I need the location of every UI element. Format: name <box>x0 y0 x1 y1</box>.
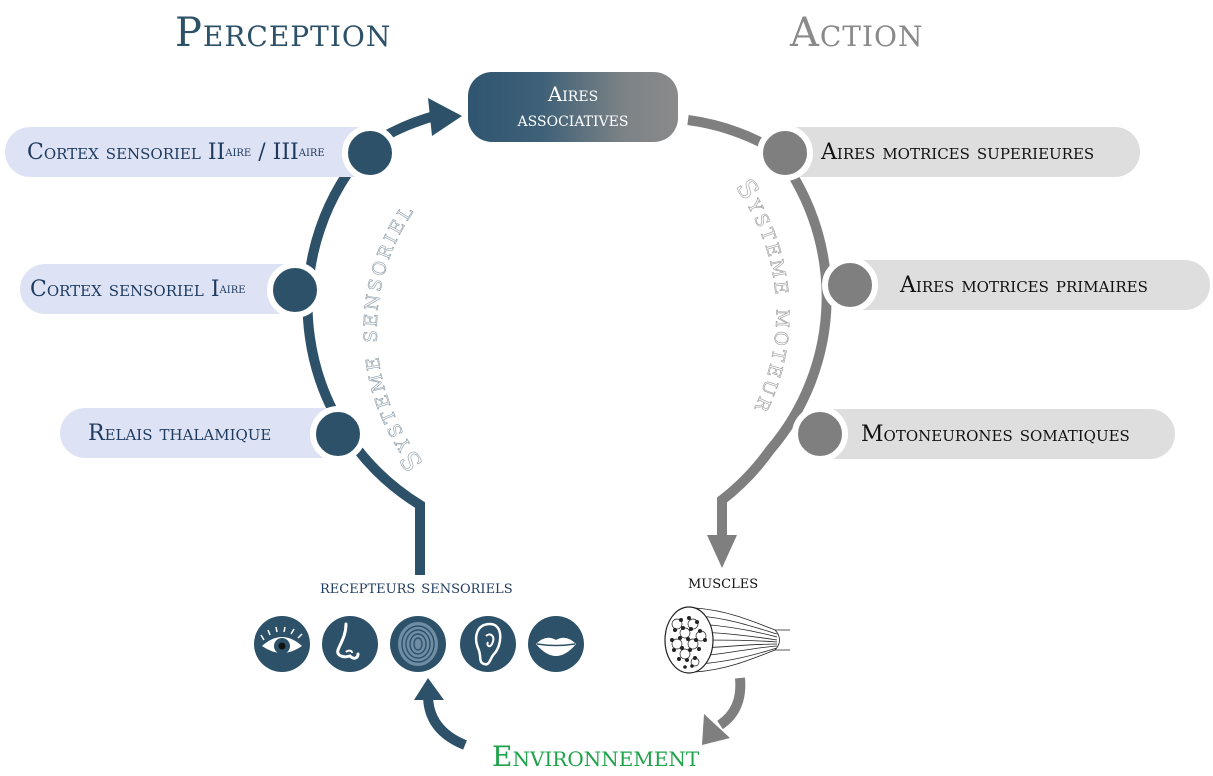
left-item-thalamic-relay-label: Relais thalamique <box>88 420 272 446</box>
left-node-thalamic-relay <box>310 406 366 462</box>
right-item-supplementary-motor: Aires motrices superieures <box>785 127 1140 177</box>
right-item-supplementary-motor-label: Aires motrices superieures <box>821 139 1095 165</box>
muscle-to-env-arrowhead <box>702 714 730 745</box>
associative-areas-line2: associatives <box>517 107 629 131</box>
left-item-secondary-cortex-sep: / <box>251 139 273 165</box>
sensory-receptors-label: recepteurs sensoriels <box>320 576 513 598</box>
left-item-secondary-cortex-label: Cortex sensoriel II <box>27 139 226 165</box>
nose-icon <box>322 616 378 672</box>
perception-heading: Perception <box>175 10 392 56</box>
action-heading: Action <box>790 10 924 56</box>
left-item-secondary-cortex-sup: aire <box>225 144 252 160</box>
muscles-label: muscles <box>688 572 759 593</box>
left-node-primary-cortex <box>267 262 323 318</box>
left-item-tertiary-sup: aire <box>298 144 325 160</box>
ear-icon <box>460 616 516 672</box>
right-item-primary-motor-label: Aires motrices primaires <box>900 272 1148 298</box>
muscle-fiber-icon <box>664 606 790 674</box>
motor-arrowhead <box>707 535 737 568</box>
sensory-arrowhead <box>428 98 462 136</box>
env-to-receptor-arrowhead <box>414 678 444 700</box>
right-item-motoneurons: Motoneurones somatiques <box>825 409 1175 459</box>
right-node-supplementary-motor <box>757 125 813 181</box>
associative-areas-line1: Aires <box>547 82 599 106</box>
right-node-primary-motor <box>822 257 878 313</box>
eye-icon <box>254 616 310 672</box>
right-item-motoneurons-label: Motoneurones somatiques <box>861 421 1130 447</box>
left-item-thalamic-relay: Relais thalamique <box>60 408 340 458</box>
muscle-to-env-arrow <box>717 677 746 730</box>
associative-areas-box: Aires associatives <box>468 72 678 142</box>
motor-system-label: Systeme moteur <box>729 174 799 420</box>
left-item-tertiary-label: III <box>272 139 299 165</box>
environment-label: Environnement <box>492 740 700 773</box>
left-node-secondary-cortex <box>342 125 398 181</box>
right-item-primary-motor: Aires motrices primaires <box>855 260 1210 310</box>
right-node-motoneurons <box>792 406 848 462</box>
lips-icon <box>528 616 584 672</box>
fingerprint-icon <box>390 616 446 672</box>
left-item-primary-cortex-sup: aire <box>219 281 246 297</box>
env-to-receptor-arrow <box>423 694 468 750</box>
left-item-primary-cortex-label: Cortex sensoriel I <box>30 276 220 302</box>
